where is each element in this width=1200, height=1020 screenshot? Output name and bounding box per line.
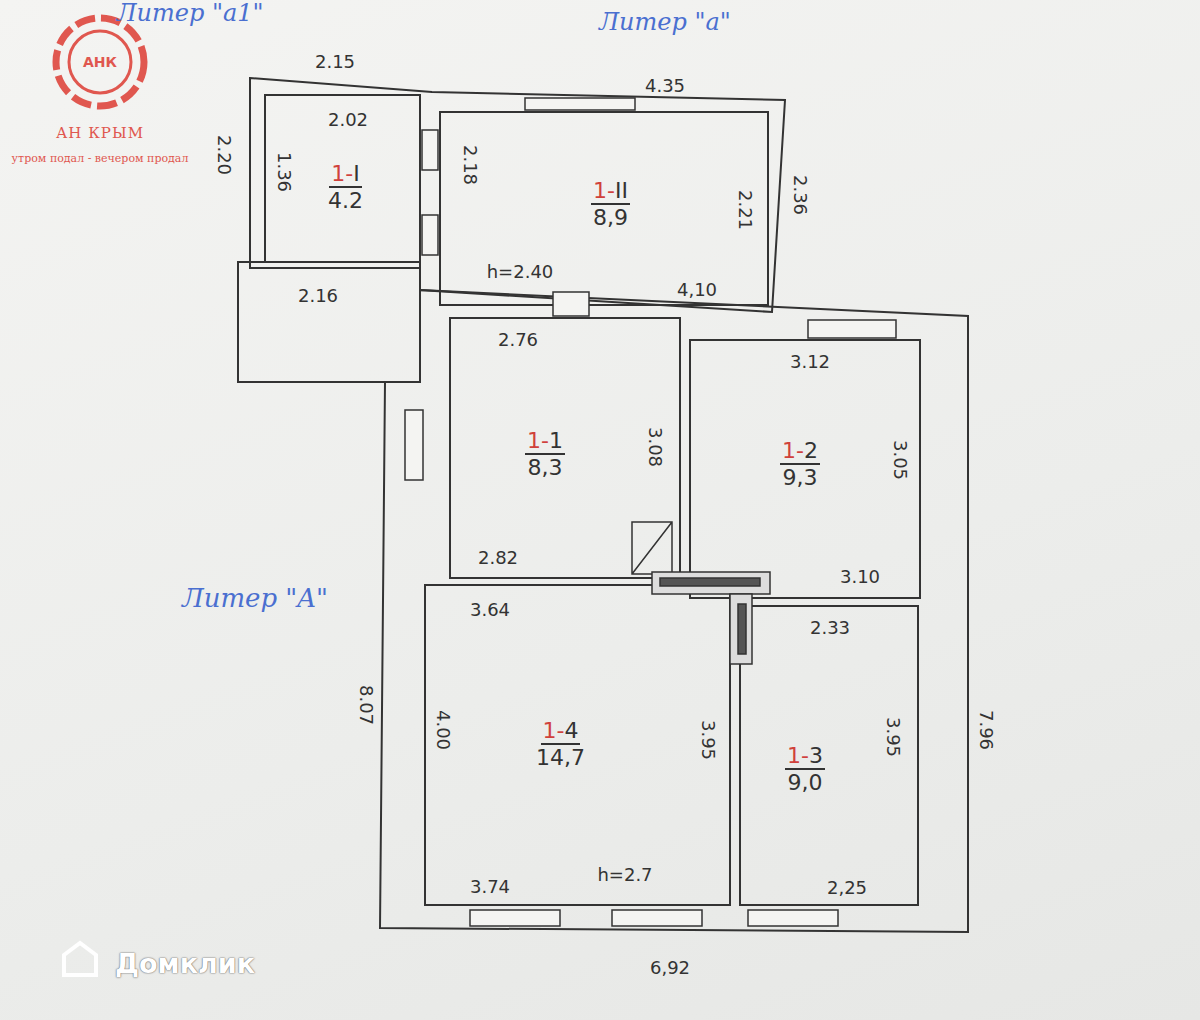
dimension: 3.95: [699, 720, 717, 760]
room-outline: [425, 585, 730, 905]
dimension: 3.10: [840, 568, 880, 586]
section-label: Литер "а": [599, 10, 731, 34]
dimension: 7.96: [977, 710, 995, 750]
section-label: Литер "а1": [116, 1, 263, 25]
room-outline: [440, 112, 768, 305]
dimension: 4.00: [434, 710, 452, 750]
room-outline: [265, 95, 420, 262]
room: 1-29,3: [774, 435, 826, 496]
dimension: 3.95: [884, 717, 902, 757]
dimension: 3.08: [646, 427, 664, 467]
height-note: h=2.40: [487, 263, 554, 281]
house-outline: [380, 290, 968, 932]
logo-text: АНК: [83, 55, 117, 69]
room-number: 1-1: [525, 429, 565, 455]
height-note: h=2.7: [597, 866, 652, 884]
brand-name: АН КРЫМ: [56, 126, 144, 141]
dimension: 1.36: [275, 152, 293, 192]
dimension: 2.82: [478, 549, 518, 567]
dimension: 3.12: [790, 353, 830, 371]
stove: [632, 522, 770, 664]
room: 1-18,3: [519, 425, 571, 486]
room: 1-414,7: [530, 715, 591, 776]
room-area: 8,9: [593, 205, 628, 231]
room-number: 1-I: [329, 162, 361, 188]
room: 1-II8,9: [585, 175, 636, 236]
walls: [238, 78, 968, 932]
room: 1-39,0: [779, 740, 831, 801]
room-number: 1-4: [541, 719, 581, 745]
dimension: 2.33: [810, 619, 850, 637]
porch-outline: [238, 262, 420, 382]
annex-outline: [250, 78, 785, 312]
room-outline: [740, 606, 918, 905]
room-number: 1-II: [591, 179, 630, 205]
watermark-icon: [64, 943, 96, 975]
dimension: 3.64: [470, 601, 510, 619]
dimension: 3.74: [470, 878, 510, 896]
dimension: 2.16: [298, 287, 338, 305]
room-area: 8,3: [527, 455, 562, 481]
dimension: 2.18: [461, 145, 479, 185]
dimension: 2.36: [791, 175, 809, 215]
slogan: утром подал - вечером продал: [12, 153, 189, 164]
dimension: 2,25: [827, 879, 867, 897]
room-area: 9,3: [782, 465, 817, 491]
dimension: 2.15: [315, 53, 355, 71]
room-area: 14,7: [536, 745, 585, 771]
room-outline: [450, 318, 680, 578]
room-area: 4.2: [328, 188, 363, 214]
room-number: 1-2: [780, 439, 820, 465]
windows: [405, 98, 896, 926]
dimension: 6,92: [650, 959, 690, 977]
dimension: 2.76: [498, 331, 538, 349]
logo-icon: [56, 18, 144, 106]
room: 1-I4.2: [322, 158, 369, 219]
room-outline: [690, 340, 920, 598]
dimension: 4,10: [677, 281, 717, 299]
section-label: Литер "A": [182, 585, 328, 611]
watermark: Домклик: [115, 950, 255, 977]
dimension: 4.35: [645, 77, 685, 95]
dimension: 2.02: [328, 111, 368, 129]
dimension: 3.05: [891, 440, 909, 480]
dimension: 2.21: [736, 190, 754, 230]
room-number: 1-3: [785, 744, 825, 770]
room-area: 9,0: [787, 770, 822, 796]
dimension: 8.07: [357, 685, 375, 725]
dimension: 2.20: [215, 135, 233, 175]
